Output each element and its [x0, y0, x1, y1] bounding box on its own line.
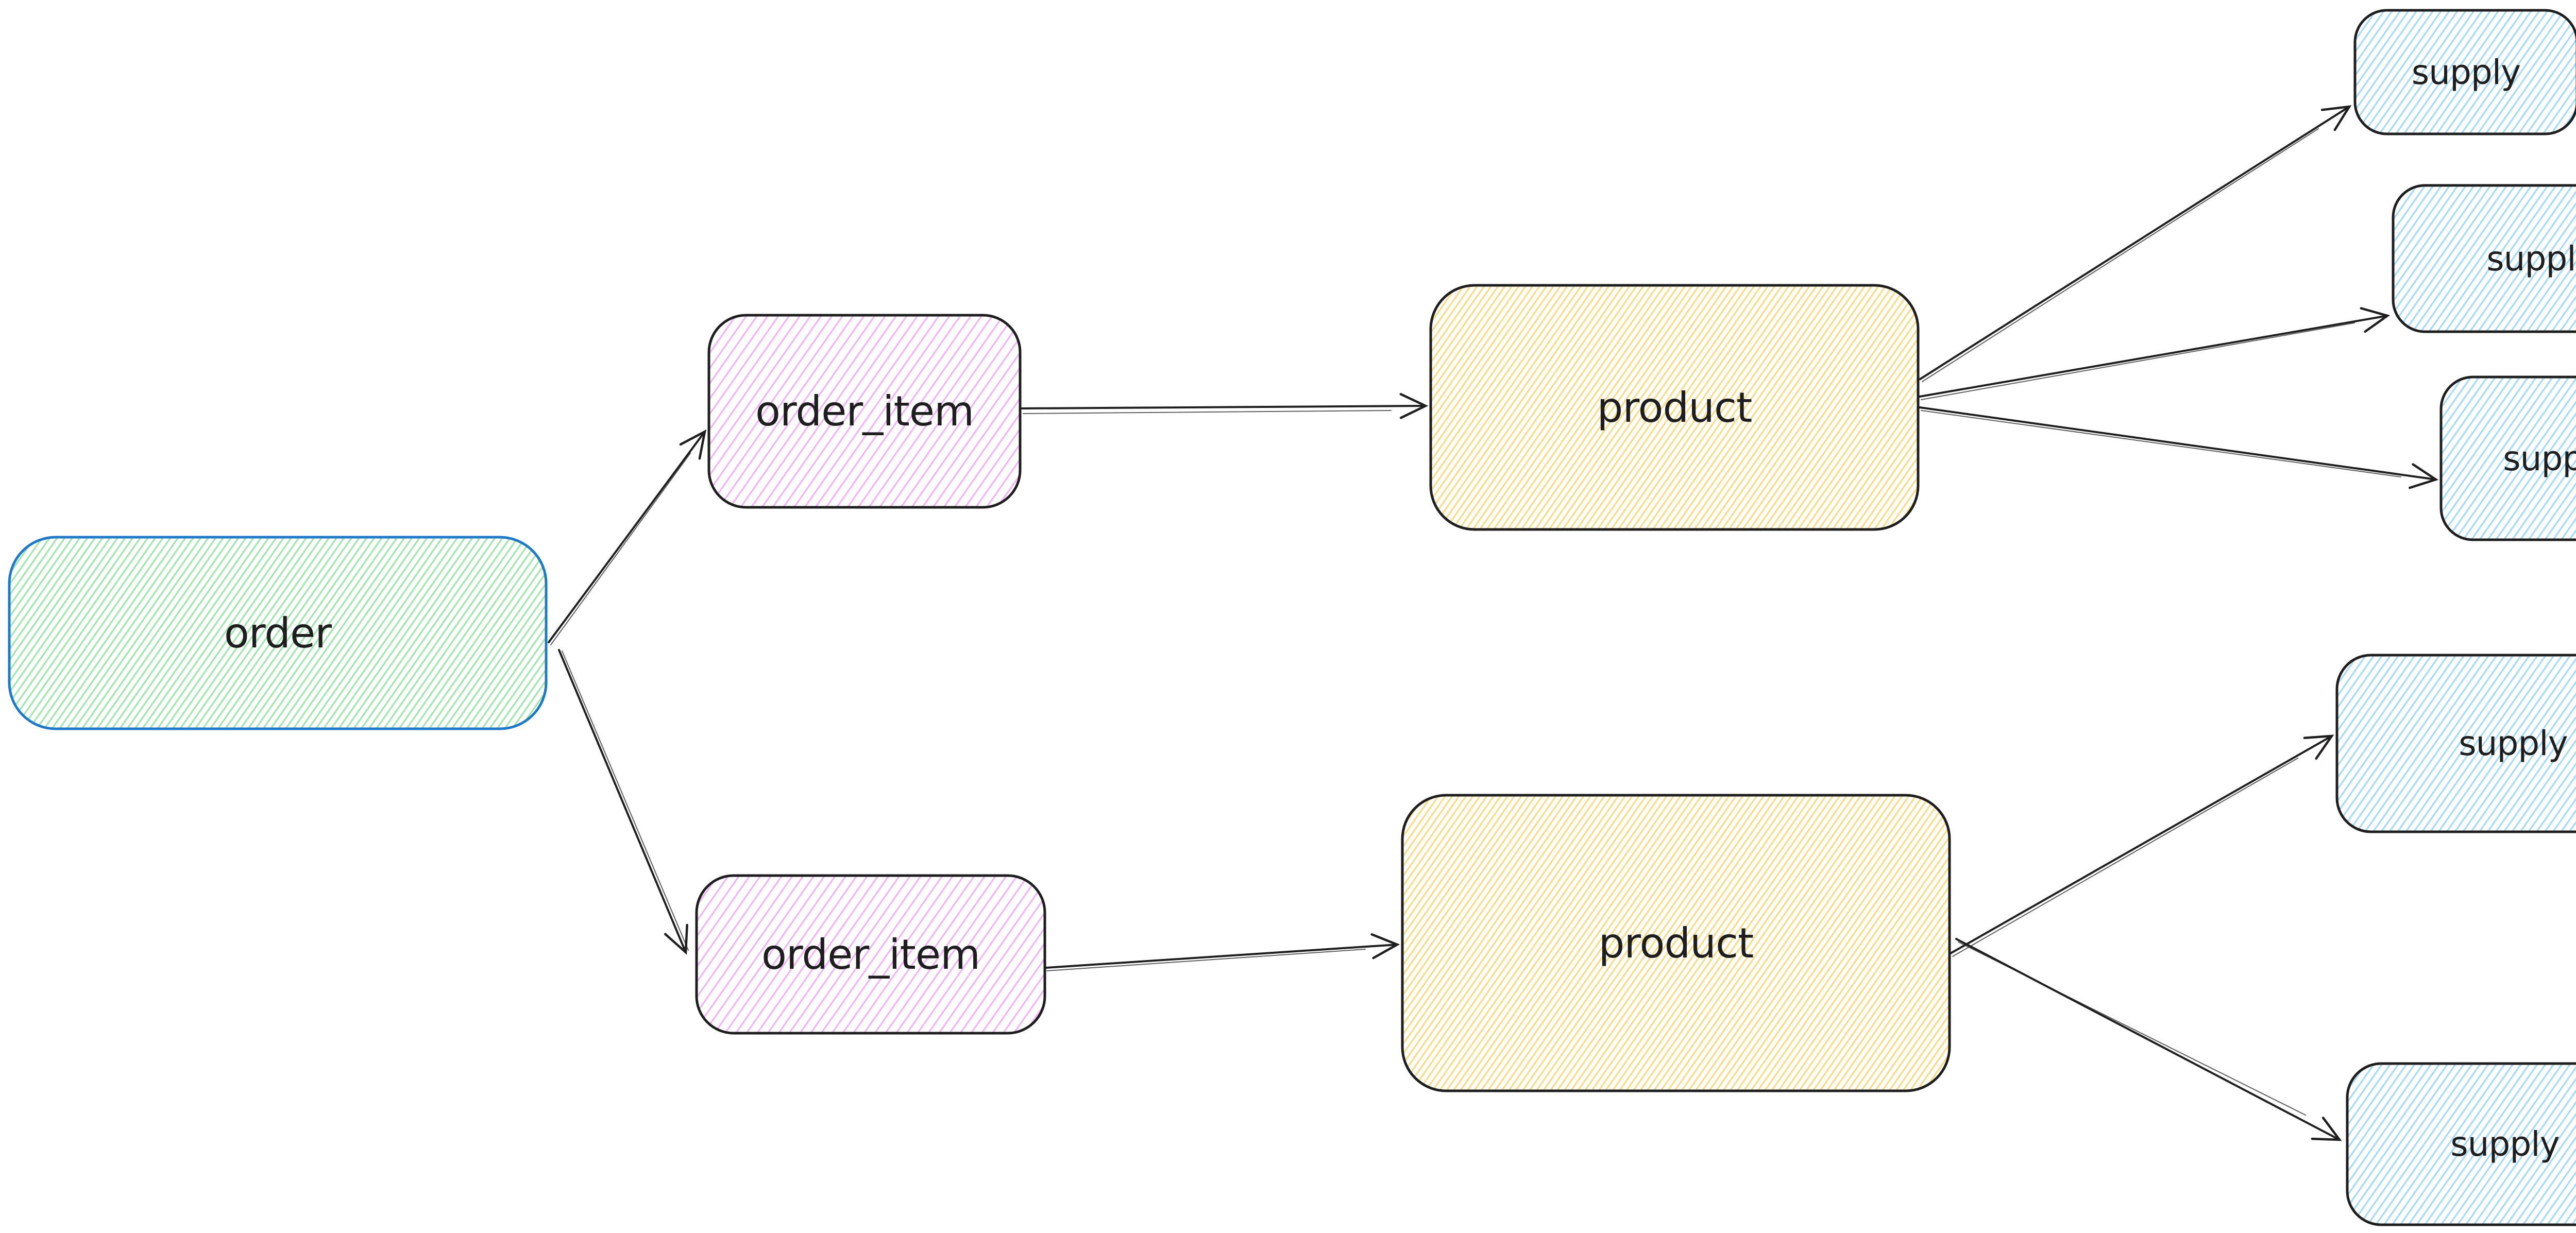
node-supply-2[interactable]: [2392, 184, 2576, 333]
node-supply-5[interactable]: [2346, 1062, 2576, 1226]
node-supply-1[interactable]: [2353, 9, 2576, 135]
node-product-bottom[interactable]: [1401, 794, 1951, 1092]
edge-product-bottom-to-supply-5[interactable]: [1955, 938, 2342, 1141]
edge-order-to-order-item-top[interactable]: [548, 429, 707, 645]
node-supply-3[interactable]: [2439, 375, 2576, 541]
edge-product-bottom-to-supply-4[interactable]: [1950, 734, 2334, 957]
node-order-item-top[interactable]: [707, 314, 1022, 509]
edge-product-top-to-supply-1[interactable]: [1919, 105, 2352, 382]
edge-order-item-top-to-product-top[interactable]: [1021, 393, 1429, 419]
node-order[interactable]: [8, 536, 548, 730]
edge-order-to-order-item-bottom[interactable]: [558, 649, 689, 955]
edge-order-item-bottom-to-product-bottom[interactable]: [1045, 933, 1400, 971]
node-supply-4[interactable]: [2335, 654, 2576, 833]
node-product-top[interactable]: [1429, 284, 1920, 531]
node-order-item-bottom[interactable]: [695, 874, 1046, 1035]
edge-product-top-to-supply-3[interactable]: [1919, 406, 2439, 489]
edge-product-top-to-supply-2[interactable]: [1919, 307, 2391, 400]
